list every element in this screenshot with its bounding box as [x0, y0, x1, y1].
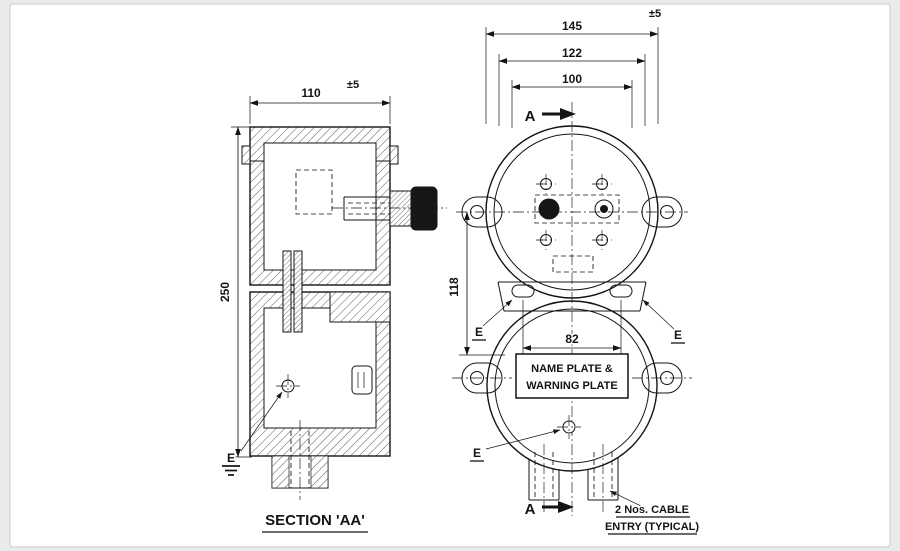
bottom-earth-bolt: [557, 415, 581, 439]
earth-marker-right: E: [642, 299, 685, 344]
earth-label: E: [473, 446, 481, 460]
earth-label: E: [227, 451, 235, 465]
lid-ear-left: [241, 145, 251, 165]
section-marker-a-bottom: A: [525, 501, 536, 518]
dim-left-width-value: 110: [301, 86, 321, 100]
gland-hole-center: [600, 205, 608, 213]
flange-stud: [293, 250, 303, 333]
bottom-cover-outer: [486, 300, 658, 472]
dim-left-height: 250: [217, 126, 252, 458]
earth-marker-left: E: [472, 299, 513, 341]
section-marker-bottom: A: [523, 500, 574, 520]
cable-note-line1: 2 Nos. CABLE: [615, 504, 689, 516]
shaft-assembly: [332, 186, 447, 231]
gland-hole-ring: [594, 199, 614, 219]
section-caption-group: SECTION 'AA': [262, 511, 368, 533]
front-view: ±5 145 122 100 A: [446, 7, 701, 535]
nameplate: NAME PLATE & WARNING PLATE: [515, 353, 629, 399]
top-cover-internals: [534, 174, 620, 273]
section-arrow-bottom: [558, 501, 574, 513]
terminal-detail: [351, 365, 373, 395]
earth-marker-bottom: E: [470, 429, 561, 462]
dim-front-tolerance: ±5: [649, 8, 661, 20]
middle-web: [497, 281, 647, 312]
bottom-cover-inner: [494, 308, 650, 464]
lid-ear-right: [389, 145, 399, 165]
cable-note-line2: ENTRY (TYPICAL): [605, 521, 699, 533]
earth-label: E: [674, 328, 682, 342]
bottom-cable-boss: [271, 420, 329, 500]
dim-front-overall-value: 145: [562, 19, 582, 33]
section-marker-top: A: [523, 107, 576, 127]
dim-front-flange: 122: [498, 45, 646, 126]
cable-entry-note: 2 Nos. CABLE ENTRY (TYPICAL): [603, 490, 701, 535]
internal-earth-bolt: [276, 374, 300, 398]
ear-hole: [470, 371, 484, 385]
left-section-view: 110 ±5 250: [217, 78, 447, 533]
dim-left-width-tolerance: ±5: [347, 79, 359, 91]
dim-slot-distance-value: 82: [565, 332, 579, 346]
dim-center-distance-value: 118: [447, 277, 461, 297]
web-slot-left: [511, 284, 535, 298]
dim-front-inner-value: 100: [562, 72, 582, 86]
section-caption: SECTION 'AA': [265, 512, 365, 529]
cover-bolt: [536, 230, 556, 250]
cover-bolt: [592, 230, 612, 250]
cover-bolt: [536, 174, 556, 194]
dim-left-height-value: 250: [218, 282, 232, 302]
dim-left-width: 110 ±5: [249, 78, 391, 124]
flange-stud: [282, 250, 292, 333]
dim-center-distance: 118: [446, 211, 505, 356]
web-slot-right: [609, 284, 633, 298]
section-arrow-top: [560, 108, 576, 120]
earth-marker-left-view: E: [222, 391, 283, 476]
dim-front-overall: ±5 145: [485, 7, 663, 124]
dim-slot-distance: 82: [522, 300, 622, 354]
earth-label: E: [475, 325, 483, 339]
drawing-sheet: [9, 3, 891, 548]
nameplate-line1: NAME PLATE &: [531, 363, 613, 375]
gland-hole-filled: [538, 198, 560, 220]
nameplate-line2: WARNING PLATE: [526, 380, 617, 392]
dim-front-inner: 100: [511, 71, 633, 128]
section-marker-a-top: A: [525, 108, 536, 125]
shaft-end-cap: [410, 186, 438, 231]
dim-front-flange-value: 122: [562, 46, 582, 60]
left-body: [241, 126, 447, 500]
cover-bolt: [592, 174, 612, 194]
